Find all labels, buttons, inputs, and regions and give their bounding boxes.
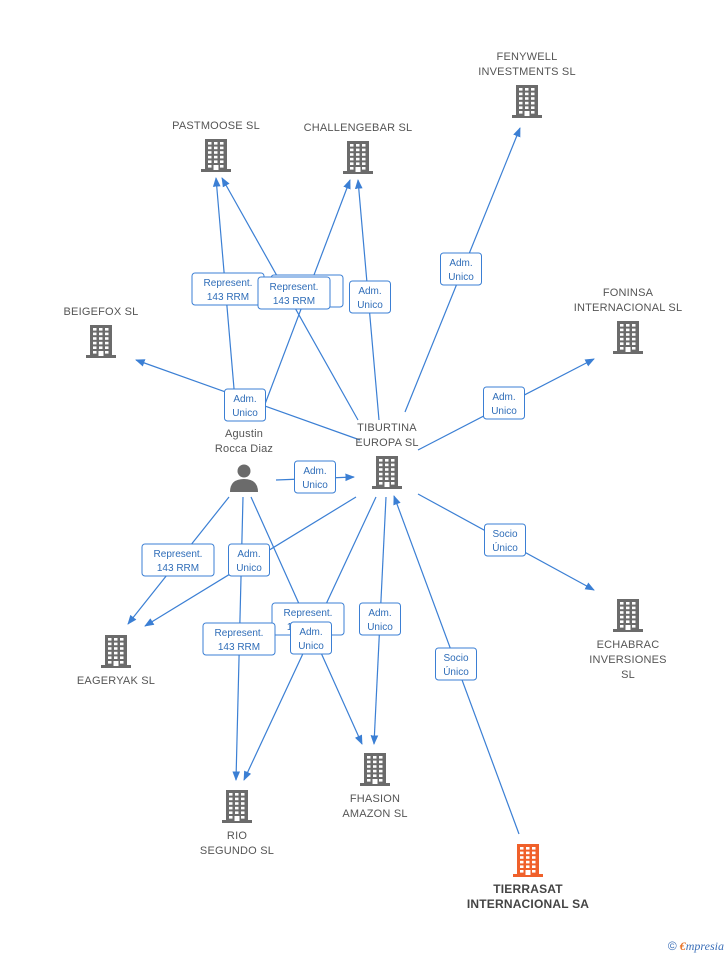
edge-label-tiburtina-to-riosegundo[interactable]: Adm. Unico [290, 621, 332, 655]
node-label-fenywell: INVESTMENTS SL [478, 66, 576, 78]
edge-label-tiburtina-to-foninsa[interactable]: Adm. Unico [483, 386, 525, 420]
building-icon [360, 753, 390, 786]
node-label-riosegundo: SEGUNDO SL [200, 845, 274, 857]
edge-label-line: Socio [492, 529, 517, 540]
node-echabrac[interactable]: ECHABRAC INVERSIONES SL [589, 599, 666, 681]
edge-label-line: Adm. [237, 549, 260, 560]
node-riosegundo[interactable]: RIO SEGUNDO SL [200, 790, 274, 857]
edge-label-line: Adm. [233, 394, 256, 405]
node-label-fenywell: FENYWELL [497, 51, 558, 63]
edges-layer [127, 127, 595, 835]
edge-label-line: 143 RRM [218, 642, 260, 653]
node-label-pastmoose: PASTMOOSE SL [172, 120, 260, 132]
edge-label-line: 143 RRM [157, 563, 199, 574]
edge-label-agustin-to-riosegundo[interactable]: Represent. 143 RRM [202, 622, 276, 656]
building-icon [86, 325, 116, 358]
edge-label-line: Adm. [492, 392, 515, 403]
edge-label-line: Adm. [449, 258, 472, 269]
node-label-tierrasat: INTERNACIONAL SA [467, 897, 589, 911]
edge-label-agustin-to-eageryak[interactable]: Represent. 143 RRM [141, 543, 215, 577]
node-label-agustin: Agustin [225, 428, 263, 440]
node-label-beigefox: BEIGEFOX SL [64, 306, 139, 318]
copyright-icon: © [667, 939, 677, 953]
edge-label-tiburtina-to-eageryak[interactable]: Adm. Unico [228, 543, 270, 577]
node-eageryak[interactable]: EAGERYAK SL [77, 635, 155, 687]
node-label-riosegundo: RIO [227, 830, 247, 842]
brand-initial: € [679, 939, 686, 953]
node-challengebar[interactable]: CHALLENGEBAR SL [304, 122, 413, 174]
edge-label-line: Represent. [270, 282, 319, 293]
edge-label-line: 143 RRM [207, 292, 249, 303]
node-tiburtina[interactable]: TIBURTINA EUROPA SL [355, 422, 418, 489]
edge-label-line: Unico [448, 272, 474, 283]
building-icon [343, 141, 373, 174]
building-icon [613, 599, 643, 632]
edge-label-line: Unico [302, 480, 328, 491]
node-label-tiburtina: TIBURTINA [357, 422, 417, 434]
edge-label-line: Adm. [299, 627, 322, 638]
node-label-echabrac: SL [621, 669, 635, 681]
edge-label-line: 143 RRM [273, 296, 315, 307]
building-icon [613, 321, 643, 354]
edge-label-line: Unico [232, 408, 258, 419]
edge-label-agustin-to-tiburtina[interactable]: Adm. Unico [294, 460, 336, 494]
node-label-fhasion: AMAZON SL [342, 808, 407, 820]
edge-label-tiburtina-to-fhasion[interactable]: Adm. Unico [359, 602, 401, 636]
node-pastmoose[interactable]: PASTMOOSE SL [172, 120, 260, 172]
edge-label-tiburtina-to-fenywell[interactable]: Adm. Unico [440, 252, 482, 286]
nodes-layer: FENYWELL INVESTMENTS SL PASTMOOSE SL CHALLE… [64, 51, 683, 911]
building-icon [101, 635, 131, 668]
node-foninsa[interactable]: FONINSA INTERNACIONAL SL [574, 287, 683, 354]
node-label-tierrasat: TIERRASAT [493, 882, 563, 896]
edge-label-tiburtina-to-beigefox[interactable]: Adm. Unico [224, 388, 266, 422]
edge-label-line: Unico [491, 406, 517, 417]
edge-label-line: Represent. [154, 549, 203, 560]
edge-label-line: Represent. [284, 608, 333, 619]
node-label-tiburtina: EUROPA SL [355, 437, 418, 449]
node-label-agustin: Rocca Diaz [215, 443, 273, 455]
building-icon [513, 844, 543, 877]
node-label-foninsa: INTERNACIONAL SL [574, 302, 683, 314]
edge-label-line: Unico [298, 641, 324, 652]
edge-label-line: Unico [357, 300, 383, 311]
edge-label-agustin-to-challengebar[interactable]: Represent. 143 RRM [257, 276, 331, 310]
node-fenywell[interactable]: FENYWELL INVESTMENTS SL [478, 51, 576, 118]
person-icon [230, 464, 258, 492]
edge-label-line: Único [443, 665, 469, 678]
edge-label-line: Unico [236, 563, 262, 574]
edge-label-line: Represent. [204, 278, 253, 289]
brand-name: mpresia [685, 939, 724, 953]
edge-label-line: Único [492, 541, 518, 554]
edge-label-line: Adm. [368, 608, 391, 619]
edge-label-line: Unico [367, 622, 393, 633]
edge-label-line: Adm. [303, 466, 326, 477]
edge-label-line: Represent. [215, 628, 264, 639]
node-label-challengebar: CHALLENGEBAR SL [304, 122, 413, 134]
building-icon [372, 456, 402, 489]
building-icon [222, 790, 252, 823]
node-label-echabrac: INVERSIONES [589, 654, 666, 666]
edge-label-line: Adm. [358, 286, 381, 297]
edge-label-agustin-to-pastmoose[interactable]: Represent. 143 RRM [191, 272, 265, 306]
node-label-fhasion: FHASION [350, 793, 400, 805]
node-label-eageryak: EAGERYAK SL [77, 675, 155, 687]
edge-label-line: Socio [443, 653, 468, 664]
node-fhasion[interactable]: FHASION AMAZON SL [342, 753, 407, 820]
building-icon [512, 85, 542, 118]
node-beigefox[interactable]: BEIGEFOX SL [64, 306, 139, 358]
node-label-foninsa: FONINSA [603, 287, 654, 299]
brand-watermark: ©€mpresia [668, 939, 724, 954]
node-label-echabrac: ECHABRAC [597, 639, 660, 651]
edge-label-tiburtina-to-challengebar[interactable]: Adm. Unico [349, 280, 391, 314]
building-icon [201, 139, 231, 172]
